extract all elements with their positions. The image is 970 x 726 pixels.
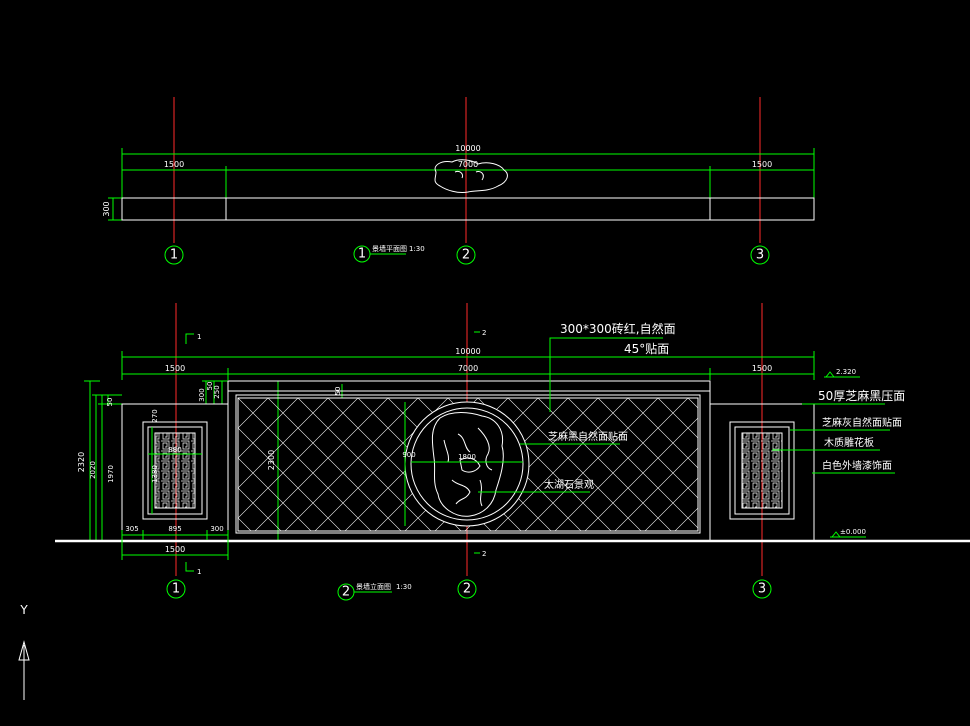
svg-text:1: 1 — [358, 247, 366, 262]
note-wood: 木质雕花板 — [824, 436, 874, 449]
note-paint: 白色外墙漆饰面 — [822, 459, 892, 472]
note-stone-face: 芝麻黑自然面贴面 — [548, 430, 628, 443]
elev-dim-total: 10000 — [455, 347, 480, 356]
elev-bottom-dimensions: 305 895 300 1500 — [121, 525, 229, 560]
note-rock: 太湖石景观 — [544, 478, 594, 491]
elev-rock — [431, 412, 504, 517]
svg-text:2: 2 — [462, 248, 470, 263]
ucs-icon: Y — [18, 603, 30, 700]
ucs-y-label: Y — [19, 603, 28, 617]
svg-text:2: 2 — [463, 582, 471, 597]
elev-dim-right: 1500 — [752, 364, 772, 373]
elev-top-dimensions: 10000 1500 7000 1500 — [121, 347, 815, 380]
svg-text:3: 3 — [758, 582, 766, 597]
svg-text:1: 1 — [172, 582, 180, 597]
plan-axis-bubble-1: 1 — [164, 245, 184, 265]
plan-view: 10000 1500 7000 1500 300 1 2 3 — [102, 97, 815, 265]
elev-dim-1970: 1970 — [107, 465, 115, 483]
svg-text:1: 1 — [197, 568, 201, 576]
elev-axis-bubble-3: 3 — [752, 579, 772, 599]
elev-axis-bubble-2: 2 — [457, 579, 477, 599]
elev-right-lattice-window — [729, 421, 795, 520]
level-mark-ground: ±0.000 — [830, 528, 866, 538]
note-tile: 300*300砖红,自然面 — [560, 321, 676, 336]
elev-dim-50-left: 50 — [106, 398, 114, 407]
svg-text:景墙平面图: 景墙平面图 — [372, 244, 407, 253]
svg-text:1: 1 — [170, 248, 178, 263]
elev-left-lattice-window: 880 1380 270 — [142, 409, 208, 520]
svg-text:2: 2 — [482, 550, 486, 558]
plan-dim-center: 7000 — [458, 160, 478, 169]
svg-text:50: 50 — [206, 382, 214, 391]
plan-wall-outline — [121, 197, 815, 221]
elev-dim-2320: 2320 — [77, 452, 86, 472]
svg-text:1: 1 — [197, 333, 201, 341]
svg-text:880: 880 — [168, 446, 181, 454]
elev-left-dimensions: 2320 2020 1970 50 — [77, 380, 122, 541]
note-cap: 50厚芝麻黑压面 — [818, 388, 905, 403]
svg-text:1380: 1380 — [151, 465, 159, 483]
svg-text:景墙立面图: 景墙立面图 — [356, 582, 391, 591]
svg-text:±0.000: ±0.000 — [840, 528, 866, 536]
elev-wall: 1800 900 — [121, 380, 815, 542]
plan-dim-right: 1500 — [752, 160, 772, 169]
section-mark-2: 2 2 — [474, 329, 486, 558]
elev-dim-900: 900 — [402, 451, 415, 459]
plan-axis-bubble-3: 3 — [750, 245, 770, 265]
svg-text:3: 3 — [756, 248, 764, 263]
svg-text:300: 300 — [198, 388, 206, 401]
elev-tile-panel — [235, 394, 701, 534]
svg-text:895: 895 — [168, 525, 181, 533]
note-tile-angle: 45°贴面 — [624, 342, 669, 356]
elev-right-notes: 50厚芝麻黑压面 芝麻灰自然面贴面 木质雕花板 白色外墙漆饰面 — [772, 388, 905, 474]
svg-text:270: 270 — [151, 409, 159, 422]
elev-center-notes: 300*300砖红,自然面 45°贴面 芝麻黑自然面贴面 太湖石景观 — [478, 321, 676, 493]
svg-text:1:30: 1:30 — [409, 245, 425, 253]
elev-dim-2020: 2020 — [89, 461, 97, 479]
elev-dim-left: 1500 — [165, 364, 185, 373]
section-mark-1: 1 1 — [185, 333, 201, 576]
level-mark-top: 2.320 — [824, 368, 860, 378]
svg-text:2: 2 — [342, 585, 350, 600]
svg-text:2.320: 2.320 — [836, 368, 856, 376]
svg-text:2: 2 — [482, 329, 486, 337]
plan-dim-depth: 300 — [102, 201, 111, 216]
elev-title: 2 景墙立面图 1:30 — [337, 582, 412, 601]
elev-dim-1800: 1800 — [458, 453, 476, 461]
plan-dim-left: 1500 — [164, 160, 184, 169]
elev-dim-bottom-1500: 1500 — [165, 545, 185, 554]
plan-axis-bubble-2: 2 — [456, 245, 476, 265]
elevation-view: 10000 1500 7000 1500 2320 2020 1970 50 5… — [55, 303, 970, 601]
svg-text:305: 305 — [125, 525, 138, 533]
plan-dim-total: 10000 — [455, 144, 480, 153]
plan-title: 1 景墙平面图 1:30 — [353, 244, 425, 263]
svg-text:1:30: 1:30 — [396, 583, 412, 591]
elev-axis-bubble-1: 1 — [166, 579, 186, 599]
plan-rock — [434, 159, 508, 193]
elev-dim-center: 7000 — [458, 364, 478, 373]
note-side-face: 芝麻灰自然面贴面 — [822, 416, 902, 429]
svg-text:300: 300 — [210, 525, 223, 533]
svg-text:250: 250 — [213, 385, 221, 398]
plan-dimensions: 10000 1500 7000 1500 300 — [102, 144, 815, 221]
